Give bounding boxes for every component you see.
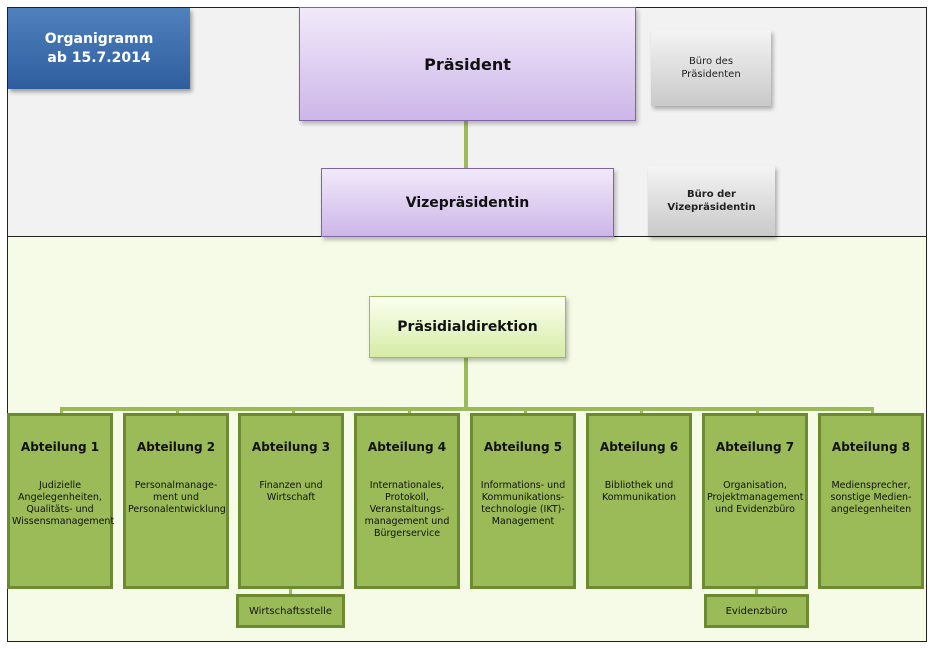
title-line-1: Organigramm (44, 30, 154, 47)
department-description: Finanzen und Wirtschaft (259, 480, 323, 503)
department-7[interactable]: Abteilung 7 Organisation, Projektmanagem… (702, 413, 808, 589)
presidential-directorate-box[interactable]: Präsidialdirektion (369, 296, 566, 358)
title-line-2: ab 15.7.2014 (47, 49, 151, 66)
sub-unit-wirtschaftsstelle[interactable]: Wirtschaftsstelle (236, 594, 345, 628)
office-vice-line-1: Büro der (687, 189, 736, 200)
connector-dept-7 (756, 407, 759, 414)
connector-horizontal-bus (60, 407, 874, 411)
connector-president-vice (464, 120, 468, 168)
department-description: Mediensprecher, sonstige Medien-angelege… (830, 480, 912, 515)
department-title: Abteilung 5 (483, 440, 563, 454)
sub-unit-evidenzbuero[interactable]: Evidenzbüro (704, 594, 809, 628)
department-1[interactable]: Abteilung 1 Judizielle Angelegenheiten, … (7, 413, 115, 589)
connector-sub-7 (755, 589, 758, 595)
department-3[interactable]: Abteilung 3 Finanzen und Wirtschaft (238, 413, 344, 589)
office-vice-box[interactable]: Büro der Vizepräsidentin (648, 166, 775, 236)
department-title: Abteilung 8 (831, 440, 911, 454)
department-4[interactable]: Abteilung 4 Internationales, Protokoll, … (354, 413, 460, 589)
president-box[interactable]: Präsident (299, 7, 636, 121)
department-title: Abteilung 3 (251, 440, 331, 454)
department-description: Internationales, Protokoll, Veranstaltun… (364, 480, 450, 539)
office-vice-line-2: Vizepräsidentin (667, 202, 756, 213)
vice-president-box[interactable]: Vizepräsidentin (321, 168, 614, 237)
department-description: Organisation, Projektmanagement und Evid… (707, 480, 804, 515)
presidential-directorate-label: Präsidialdirektion (397, 319, 538, 335)
department-description: Judizielle Angelegenheiten, Qualitäts- u… (12, 480, 115, 527)
department-6[interactable]: Abteilung 6 Bibliothek und Kommunikation (586, 413, 692, 589)
department-description: Bibliothek und Kommunikation (601, 480, 677, 503)
sub-unit-label: Evidenzbüro (725, 605, 788, 617)
connector-dept-1 (60, 407, 63, 414)
connector-dept-2 (176, 407, 179, 414)
department-title: Abteilung 1 (20, 440, 100, 454)
connector-dept-6 (640, 407, 643, 414)
president-label: Präsident (424, 54, 511, 74)
department-title: Abteilung 4 (367, 440, 447, 454)
connector-dept-3 (292, 407, 295, 414)
office-president-line-1: Büro des (688, 56, 734, 67)
connector-direction-bus (464, 357, 468, 409)
connector-dept-5 (524, 407, 527, 414)
connector-dept-4 (408, 407, 411, 414)
department-description: Personalmanage-ment und Personalentwickl… (128, 480, 226, 515)
office-president-box[interactable]: Büro des Präsidenten (651, 30, 771, 106)
department-title: Abteilung 7 (715, 440, 795, 454)
department-description: Informations- und Kommunikations-technol… (480, 480, 566, 527)
connector-dept-8 (871, 407, 874, 414)
office-president-line-2: Präsidenten (681, 69, 741, 80)
vice-president-label: Vizepräsidentin (405, 194, 530, 211)
organigram-title-badge: Organigramm ab 15.7.2014 (8, 8, 190, 89)
sub-unit-label: Wirtschaftsstelle (248, 605, 333, 617)
department-title: Abteilung 6 (599, 440, 679, 454)
department-2[interactable]: Abteilung 2 Personalmanage-ment und Pers… (123, 413, 229, 589)
department-title: Abteilung 2 (136, 440, 216, 454)
department-5[interactable]: Abteilung 5 Informations- und Kommunikat… (470, 413, 576, 589)
department-8[interactable]: Abteilung 8 Mediensprecher, sonstige Med… (818, 413, 924, 589)
connector-sub-3 (289, 589, 292, 595)
